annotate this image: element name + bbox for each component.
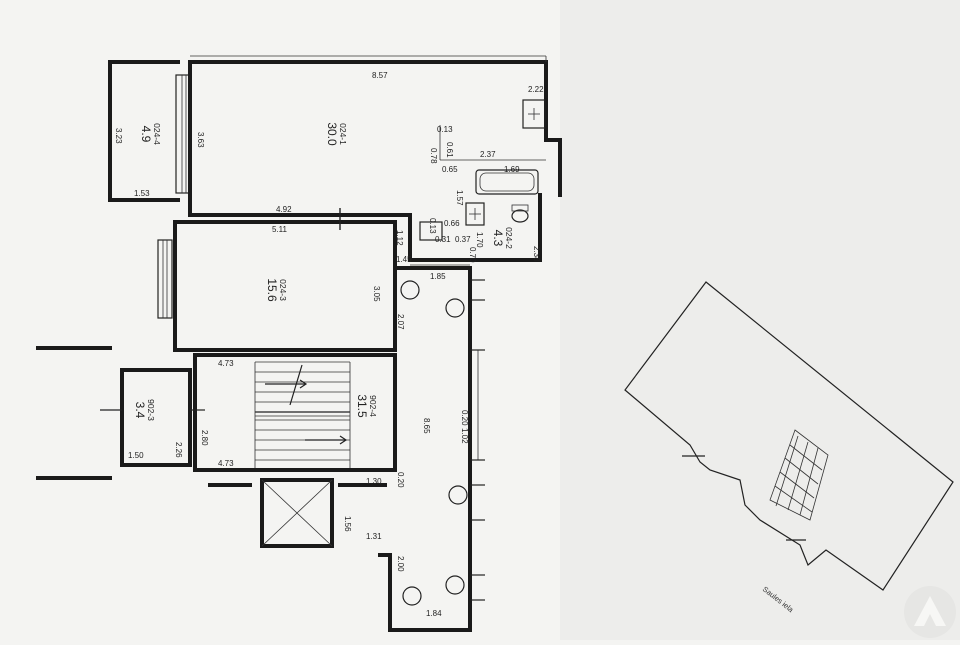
dim-037: 0.37 bbox=[455, 235, 471, 244]
room-code-024-1: 024-1 bbox=[338, 123, 348, 145]
dim-031: 0.31 bbox=[435, 235, 451, 244]
room-area-024-3: 15.6 bbox=[265, 278, 279, 302]
room-code-902-4: 902-4 bbox=[368, 395, 378, 417]
dim-130: 1.30 bbox=[366, 477, 382, 486]
dim-185: 1.85 bbox=[430, 272, 446, 281]
dim-013b: 0.13 bbox=[428, 218, 437, 234]
room-902-4 bbox=[378, 264, 485, 632]
dim-131: 1.31 bbox=[366, 532, 382, 541]
dim-150: 1.50 bbox=[128, 451, 144, 460]
room-code-024-2: 024-2 bbox=[504, 227, 514, 249]
dim-078: 0.78 bbox=[429, 148, 438, 164]
right-panel-background bbox=[560, 0, 960, 640]
dim-222: 2.22 bbox=[528, 85, 544, 94]
dim-020: 0.20 bbox=[460, 410, 469, 426]
dim-280: 2.80 bbox=[200, 430, 209, 446]
dim-156: 1.56 bbox=[343, 516, 352, 532]
dim-157: 1.57 bbox=[455, 190, 464, 206]
agency-logo bbox=[904, 586, 956, 638]
dim-020b: 0.20 bbox=[396, 472, 405, 488]
dim-857: 8.57 bbox=[372, 71, 388, 80]
dim-492: 4.92 bbox=[276, 205, 292, 214]
dim-200: 2.00 bbox=[396, 556, 405, 572]
dim-013: 0.13 bbox=[437, 125, 453, 134]
dim-153: 1.53 bbox=[134, 189, 150, 198]
building-footprint bbox=[624, 281, 954, 591]
dim-061: 0.61 bbox=[445, 142, 454, 158]
dim-473b: 4.73 bbox=[218, 459, 234, 468]
dim-169: 1.69 bbox=[504, 165, 520, 174]
floor-plan bbox=[36, 55, 562, 632]
stair-hall bbox=[193, 353, 397, 472]
dim-112: 1.12 bbox=[395, 230, 404, 246]
dim-473a: 4.73 bbox=[218, 359, 234, 368]
dim-066: 0.66 bbox=[444, 219, 460, 228]
room-code-024-3: 024-3 bbox=[278, 279, 288, 301]
room-area-024-4: 4.9 bbox=[139, 126, 153, 143]
room-902-3 bbox=[36, 346, 205, 480]
room-area-024-1: 30.0 bbox=[325, 122, 339, 146]
dim-511: 5.11 bbox=[272, 225, 288, 234]
dim-305: 3.05 bbox=[372, 286, 381, 302]
room-labels: 024-4 4.9 024-1 30.0 024-2 4.3 024-3 15.… bbox=[133, 122, 514, 421]
site-stair-hatch bbox=[769, 429, 829, 521]
stair-flights bbox=[254, 361, 351, 468]
dim-184: 1.84 bbox=[426, 609, 442, 618]
room-code-902-3: 902-3 bbox=[146, 399, 156, 421]
dim-070: 0.70 bbox=[468, 247, 477, 263]
room-024-2 bbox=[408, 125, 546, 262]
dim-102: 1.02 bbox=[460, 428, 469, 444]
room-area-024-2: 4.3 bbox=[491, 230, 505, 247]
room-024-3 bbox=[157, 208, 397, 352]
room-area-902-3: 3.4 bbox=[133, 402, 147, 419]
room-024-1 bbox=[188, 55, 562, 217]
dim-363: 3.63 bbox=[196, 132, 205, 148]
elevator-shaft bbox=[208, 478, 387, 548]
dimension-labels: 8.57 2.22 3.23 3.63 1.53 0.13 0.61 0.78 … bbox=[114, 71, 544, 618]
room-area-902-4: 31.5 bbox=[355, 394, 369, 418]
dim-238: 2.38 bbox=[532, 246, 541, 262]
dim-323: 3.23 bbox=[114, 128, 123, 144]
dim-226: 2.26 bbox=[174, 442, 183, 458]
dim-065: 0.65 bbox=[442, 165, 458, 174]
dim-207: 2.07 bbox=[396, 314, 405, 330]
dim-170: 1.70 bbox=[475, 232, 484, 248]
dim-145: 1.45 bbox=[396, 255, 412, 264]
dim-237: 2.37 bbox=[480, 150, 496, 159]
room-code-024-4: 024-4 bbox=[152, 123, 162, 145]
dim-865: 8.65 bbox=[422, 418, 431, 434]
